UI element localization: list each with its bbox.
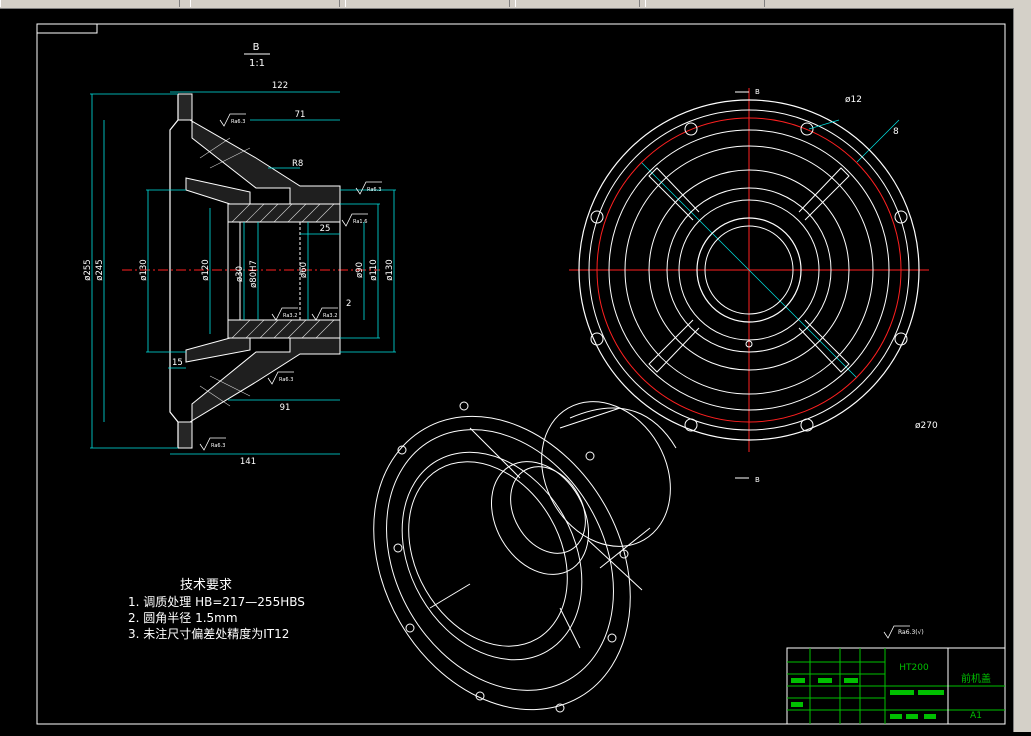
dim-phi60: ø60 [299, 262, 309, 278]
technical-requirements: 技术要求 1. 调质处理 HB=217—255HBS 2. 圆角半径 1.5mm… [128, 578, 305, 642]
dim-phi130-right: ø130 [385, 259, 395, 280]
tech-notes-title: 技术要求 [180, 578, 233, 593]
roughness-label: Ra6.3 [211, 443, 225, 449]
vertical-scrollbar[interactable] [1013, 8, 1031, 732]
frame-corner-box [36, 23, 98, 34]
tech-note-item: 1. 调质处理 HB=217—255HBS [128, 595, 305, 609]
dim-2: 2 [346, 299, 351, 309]
dim-phi90: ø90 [355, 262, 365, 278]
section-arrow-top: B [755, 88, 760, 96]
dim-phi110: ø110 [369, 259, 379, 280]
section-arrow-bottom: B [755, 476, 760, 484]
sheet-size: A1 [970, 711, 982, 721]
dim-phi12: ø12 [845, 95, 862, 105]
drawing-frame [36, 23, 1006, 725]
dim-phi255: ø255 [83, 259, 93, 280]
dim-141: 141 [240, 457, 256, 467]
dim-71: 71 [295, 110, 306, 120]
dim-r8: R8 [292, 159, 303, 169]
section-name: B [253, 42, 260, 53]
section-view: B 1:1 [83, 42, 396, 467]
roughness-label: Ra3.2 [283, 313, 297, 319]
tech-note-item: 3. 未注尺寸偏差处精度为IT12 [128, 627, 290, 641]
isometric-view [373, 401, 677, 713]
dim-25: 25 [320, 224, 331, 234]
toolbar-segment[interactable] [0, 0, 180, 7]
general-roughness-note: Ra6.3(√) [898, 629, 924, 636]
roughness-label: Ra6.3 [279, 377, 293, 383]
roughness-label: Ra6.3 [231, 119, 245, 125]
roughness-label: Ra3.2 [323, 313, 337, 319]
dim-phi270: ø270 [915, 421, 938, 431]
part-name: 前机盖 [961, 672, 991, 685]
dim-15: 15 [172, 358, 183, 368]
tech-note-item: 2. 圆角半径 1.5mm [128, 611, 238, 625]
dim-91: 91 [280, 403, 291, 413]
toolbar-segment[interactable] [190, 0, 340, 7]
roughness-label: Ra1.6 [353, 219, 367, 225]
dim-phi80h7: ø80H7 [249, 260, 259, 288]
dim-phi245: ø245 [95, 259, 105, 280]
dim-8: 8 [893, 127, 899, 137]
section-scale: 1:1 [249, 58, 265, 69]
dim-phi130-left: ø130 [139, 259, 149, 280]
dim-phi30: ø30 [235, 266, 245, 282]
title-block: HT200 前机盖 A1 Ra6.3(√) [786, 625, 1006, 725]
toolbar-segment[interactable] [645, 0, 765, 7]
dim-122: 122 [272, 81, 288, 91]
application-toolbar [0, 0, 1031, 9]
cad-drawing-sheet[interactable]: B 1:1 [0, 8, 1013, 732]
toolbar-segment[interactable] [345, 0, 510, 7]
material-label: HT200 [899, 663, 929, 673]
dim-phi120: ø120 [201, 259, 211, 280]
front-view: ø12 ø270 8 B B [569, 88, 938, 484]
toolbar-segment[interactable] [515, 0, 640, 7]
roughness-label: Ra6.3 [367, 187, 381, 193]
